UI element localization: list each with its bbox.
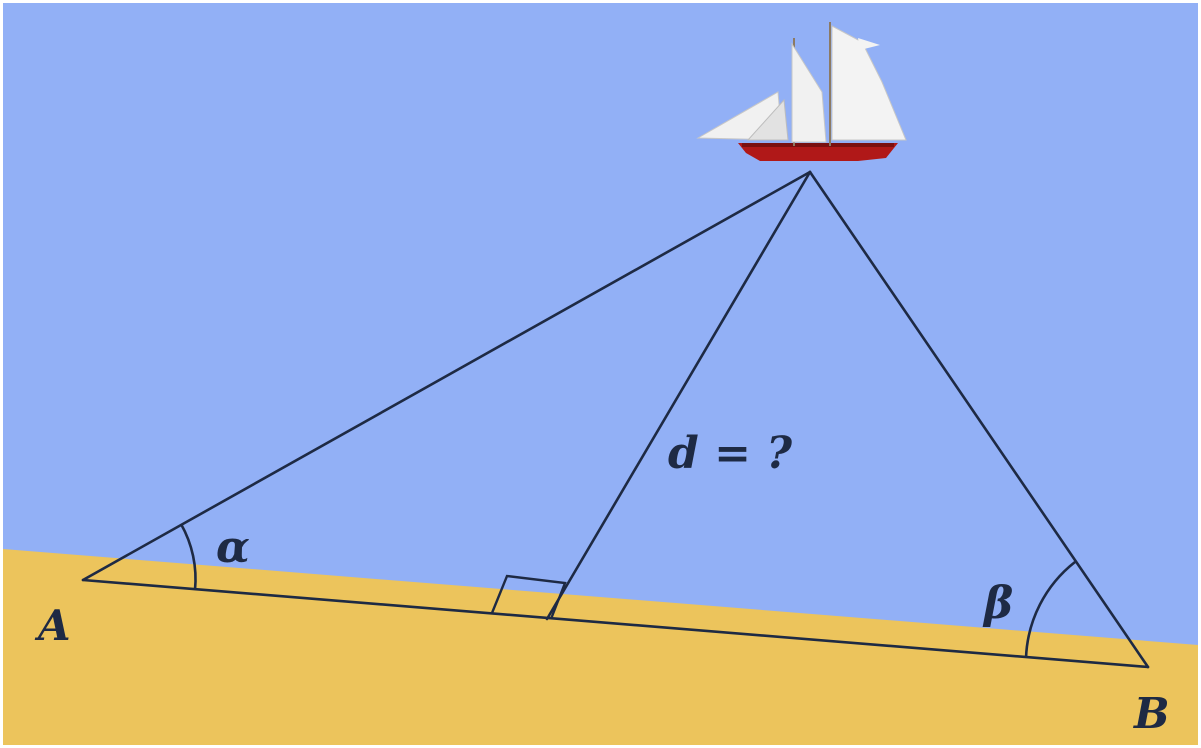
line-b-to-ship (808, 170, 1150, 669)
label-point-b: B (1133, 689, 1170, 738)
angle-alpha-arc (179, 523, 197, 591)
triangle-lines (81, 170, 1150, 669)
angle-beta-arc (1024, 560, 1076, 659)
label-alpha: α (216, 522, 250, 573)
label-point-a: A (34, 601, 71, 650)
right-angle-marker (490, 574, 567, 620)
label-beta: β (982, 578, 1013, 629)
sailing-ship-icon (696, 22, 907, 161)
label-distance: d = ? (668, 428, 793, 479)
baseline-ab (81, 578, 1150, 669)
perpendicular-distance-line (545, 170, 812, 621)
line-a-to-ship (81, 170, 812, 582)
